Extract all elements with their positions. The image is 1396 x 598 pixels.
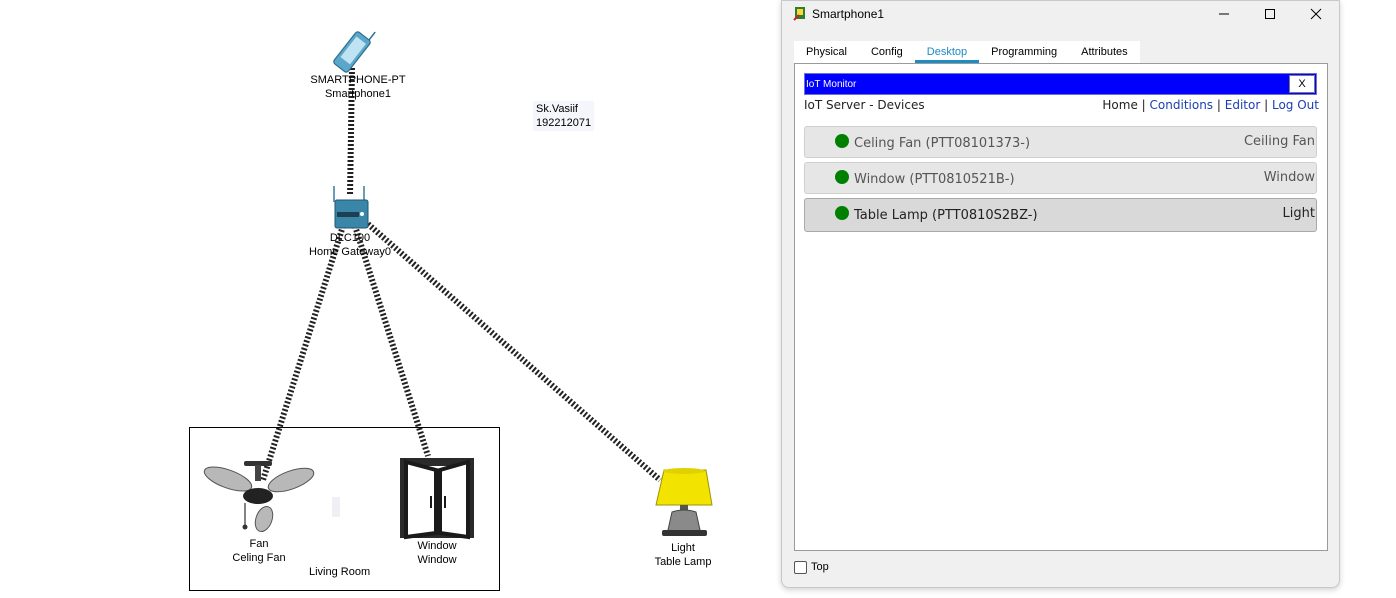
iot-monitor-title: IoT Monitor bbox=[806, 79, 857, 90]
tab-bar: Physical Config Desktop Programming Attr… bbox=[794, 41, 1140, 63]
status-online-icon bbox=[835, 170, 849, 184]
window-title: Smartphone1 bbox=[812, 7, 885, 21]
device-name: Window (PTT0810521B-) bbox=[854, 172, 1015, 187]
author-note-name: Sk.Vasiif bbox=[536, 103, 578, 115]
close-icon bbox=[1310, 8, 1322, 20]
device-type: Ceiling Fan bbox=[1243, 134, 1315, 149]
topology-canvas bbox=[189, 23, 713, 591]
maximize-icon bbox=[1265, 9, 1275, 19]
close-window-button[interactable] bbox=[1293, 1, 1339, 27]
link-gateway-fan bbox=[260, 225, 346, 481]
tab-physical[interactable]: Physical bbox=[806, 46, 847, 58]
lamp-label: Light Table Lamp bbox=[643, 541, 723, 569]
top-checkbox-label: Top bbox=[811, 561, 829, 573]
link-gateway-window bbox=[352, 225, 431, 457]
smartphone-label: SMARTPHONE-PT Smartphone1 bbox=[310, 73, 406, 101]
fan-label: Fan Celing Fan bbox=[219, 537, 299, 565]
status-online-icon bbox=[835, 134, 849, 148]
table-lamp-icon[interactable] bbox=[655, 468, 713, 536]
iot-monitor-close-button[interactable]: X bbox=[1289, 75, 1315, 93]
window-titlebar[interactable]: Smartphone1 bbox=[782, 1, 1339, 27]
nav-separator: | bbox=[1141, 98, 1146, 112]
nav-separator: | bbox=[1216, 98, 1221, 112]
window-icon[interactable] bbox=[400, 458, 474, 540]
iot-server-header: IoT Server - Devices Home | Conditions |… bbox=[804, 97, 1319, 115]
window-device-label: Window Window bbox=[397, 539, 477, 567]
living-room-area bbox=[189, 427, 500, 591]
smartphone-model-label: SMARTPHONE-PT bbox=[310, 74, 406, 86]
window-name-label: Window bbox=[417, 554, 457, 566]
gateway-name-label: Home Gateway0 bbox=[309, 246, 391, 258]
device-row-ceiling-fan[interactable]: Celing Fan (PTT08101373-) Ceiling Fan bbox=[804, 126, 1317, 158]
minimize-button[interactable] bbox=[1201, 1, 1247, 27]
device-row-window[interactable]: Window (PTT0810521B-) Window bbox=[804, 162, 1317, 194]
maximize-button[interactable] bbox=[1247, 1, 1293, 27]
room-marker bbox=[332, 497, 340, 517]
author-note: Sk.Vasiif 192212071 bbox=[533, 101, 595, 131]
window-type-label: Window bbox=[417, 540, 457, 552]
tab-desktop[interactable]: Desktop bbox=[914, 41, 980, 63]
nav-separator: | bbox=[1264, 98, 1269, 112]
smartphone-window: Smartphone1 Physical Config Desktop Prog… bbox=[781, 0, 1340, 588]
home-gateway-icon[interactable] bbox=[333, 186, 369, 229]
tab-programming[interactable]: Programming bbox=[991, 46, 1058, 58]
gateway-label: DLC100 Home Gateway0 bbox=[300, 231, 400, 259]
device-type: Light bbox=[1282, 206, 1315, 221]
desktop-panel: IoT Monitor X IoT Server - Devices Home … bbox=[794, 63, 1328, 551]
fan-name-label: Celing Fan bbox=[232, 552, 286, 564]
tab-config[interactable]: Config bbox=[870, 46, 903, 58]
status-online-icon bbox=[835, 206, 849, 220]
nav-logout-link[interactable]: Log Out bbox=[1271, 98, 1319, 112]
iot-monitor-titlebar: IoT Monitor X bbox=[804, 73, 1317, 95]
nav-home-link[interactable]: Home bbox=[1102, 98, 1138, 112]
link-smartphone-gateway bbox=[347, 67, 355, 197]
iot-server-title: IoT Server - Devices bbox=[804, 98, 925, 112]
author-note-id: 192212071 bbox=[536, 117, 592, 129]
lamp-name-label: Table Lamp bbox=[654, 556, 712, 568]
fan-type-label: Fan bbox=[249, 538, 269, 550]
iot-nav: Home | Conditions | Editor | Log Out bbox=[1102, 98, 1319, 112]
living-room-label: Living Room bbox=[309, 566, 371, 578]
link-gateway-lamp bbox=[366, 221, 662, 483]
smartphone-icon[interactable] bbox=[333, 23, 378, 73]
ceiling-fan-icon[interactable] bbox=[201, 461, 316, 534]
gateway-model-label: DLC100 bbox=[329, 232, 371, 244]
minimize-icon bbox=[1219, 13, 1229, 15]
packet-tracer-app-icon bbox=[793, 7, 805, 21]
lamp-type-label: Light bbox=[671, 542, 695, 554]
tab-attributes[interactable]: Attributes bbox=[1081, 46, 1128, 58]
device-name: Celing Fan (PTT08101373-) bbox=[854, 136, 1031, 151]
nav-conditions-link[interactable]: Conditions bbox=[1149, 98, 1214, 112]
nav-editor-link[interactable]: Editor bbox=[1224, 98, 1261, 112]
device-row-table-lamp[interactable]: Table Lamp (PTT0810S2BZ-) Light bbox=[804, 198, 1317, 232]
smartphone-name-label: Smartphone1 bbox=[324, 88, 392, 100]
device-type: Window bbox=[1263, 170, 1315, 185]
top-checkbox[interactable] bbox=[794, 561, 807, 574]
device-name: Table Lamp (PTT0810S2BZ-) bbox=[854, 208, 1038, 223]
